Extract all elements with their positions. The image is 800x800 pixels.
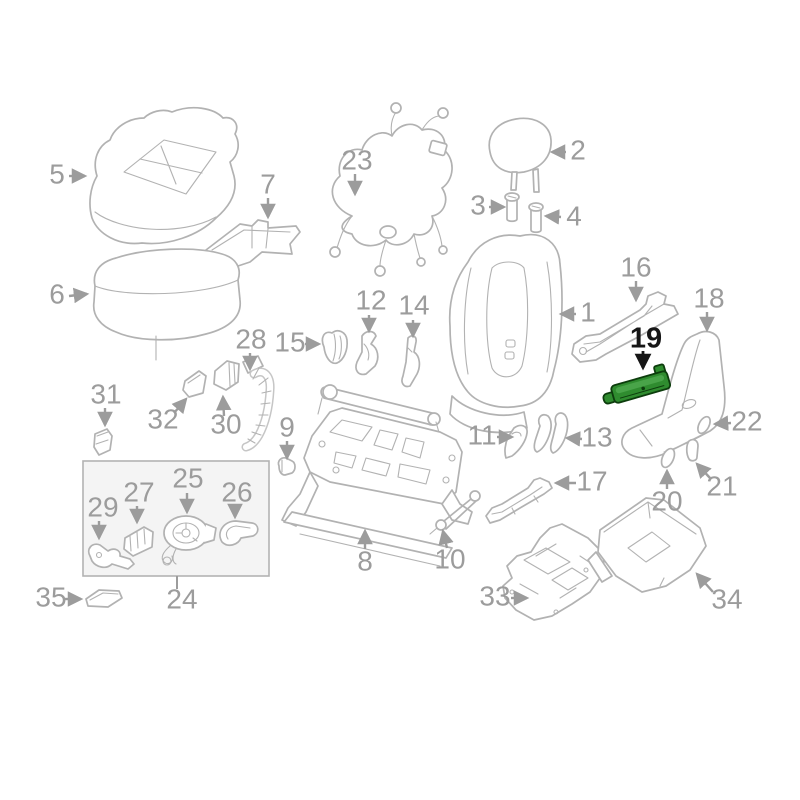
callout-6: 6 [49, 278, 65, 309]
arrow-13 [564, 431, 583, 447]
callout-3: 3 [470, 189, 486, 220]
part-30-duct-end [213, 360, 240, 391]
part-22-cap [697, 415, 711, 435]
callout-33: 33 [479, 580, 510, 611]
callout-17: 17 [576, 465, 607, 496]
part-13-hinge-covers [533, 412, 569, 454]
callout-arrows [65, 144, 732, 607]
arrow-10 [438, 528, 454, 549]
callout-31: 31 [90, 378, 121, 409]
part-20-cap [660, 447, 676, 469]
callout-10: 10 [434, 543, 465, 574]
callout-26: 26 [221, 476, 252, 507]
part-5-seat-cushion-cover [89, 106, 240, 245]
callout-29: 29 [87, 491, 118, 522]
part-35-tray [85, 589, 123, 608]
part-9-spacer-block [277, 457, 296, 476]
callout-9: 9 [279, 411, 295, 442]
part-28-flex-hose [241, 355, 275, 452]
part-33-floor-panel [502, 523, 605, 621]
part-21-knob [685, 438, 699, 462]
callout-1: 1 [580, 296, 596, 327]
callout-2: 2 [570, 134, 586, 165]
part-14-bracket [401, 335, 421, 388]
part-23-wiring-harness [329, 102, 453, 277]
arrow-32 [171, 397, 188, 415]
callout-23: 23 [341, 144, 372, 175]
callout-8: 8 [357, 545, 373, 576]
callout-28: 28 [235, 323, 266, 354]
arrow-30 [215, 394, 232, 417]
arrow-4 [543, 209, 562, 225]
callout-22: 22 [731, 405, 762, 436]
callout-13: 13 [581, 421, 612, 452]
callout-35: 35 [35, 581, 66, 612]
arrow-6 [68, 287, 90, 304]
part-27-foam-block [123, 526, 154, 557]
callout-15: 15 [274, 326, 305, 357]
part-2-headrest [488, 117, 552, 193]
part-8-seat-track-frame [281, 384, 473, 567]
callout-18: 18 [693, 282, 724, 313]
part-17-sill-trim [485, 477, 553, 524]
arrow-22 [712, 415, 732, 431]
part-1-seat-back [448, 233, 563, 434]
callout-16: 16 [620, 251, 651, 282]
part-32-pad [182, 370, 207, 398]
part-19-seat-switch-highlighted [602, 363, 672, 405]
part-10-link-rod [429, 490, 481, 535]
part-25-blower-motor [161, 515, 217, 566]
part-34-under-seat-duct [587, 497, 707, 593]
callout-19-highlighted: 19 [630, 323, 662, 355]
arrow-34 [695, 572, 714, 593]
callout-12: 12 [355, 284, 386, 315]
callout-21: 21 [706, 470, 737, 501]
part-4-headrest-guide [528, 202, 544, 234]
part-3-headrest-guide [504, 192, 520, 223]
callout-14: 14 [398, 289, 429, 320]
callout-24: 24 [166, 583, 197, 614]
part-16-seat-back-grip [571, 291, 679, 363]
callout-5: 5 [49, 158, 65, 189]
part-31-clip [93, 428, 113, 456]
part-29-bracket [87, 543, 135, 570]
callout-4: 4 [566, 200, 582, 231]
callout-11: 11 [467, 419, 496, 450]
callout-20: 20 [651, 485, 682, 516]
part-6-seat-cushion-pad [92, 248, 241, 361]
part-26-duct-elbow [219, 520, 259, 547]
callout-30: 30 [210, 408, 241, 439]
callout-labels: 5 6 7 23 2 3 4 1 16 18 19 22 13 11 17 21… [35, 134, 762, 614]
arrow-21 [695, 462, 712, 480]
callout-32: 32 [147, 403, 178, 434]
callout-27: 27 [123, 476, 154, 507]
callout-7: 7 [260, 168, 276, 199]
callout-34: 34 [711, 583, 742, 614]
callout-25: 25 [172, 462, 203, 493]
part-12-bracket [355, 330, 379, 376]
part-15-recliner-cover [321, 330, 348, 365]
